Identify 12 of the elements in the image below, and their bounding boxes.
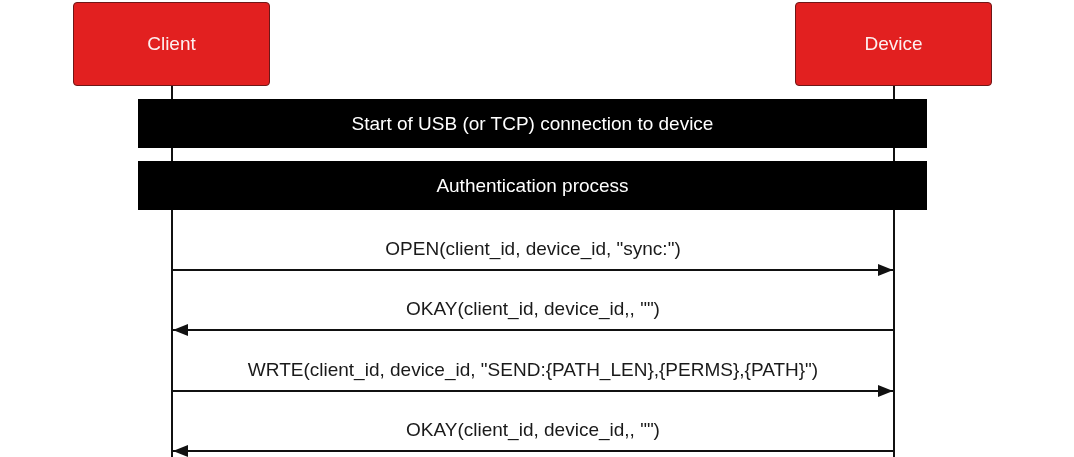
message-arrow [172, 385, 894, 397]
participant-box [795, 2, 992, 86]
message-arrow [172, 324, 894, 336]
phase-label: Authentication process [436, 174, 629, 197]
phase-label: Start of USB (or TCP) connection to device [351, 112, 714, 135]
phase-band [138, 99, 927, 148]
participant-box [73, 2, 270, 86]
participant-label: Device [864, 33, 923, 55]
phase-band [138, 161, 927, 210]
message-arrow [172, 264, 894, 276]
participant-label: Client [147, 33, 196, 55]
message-arrow [172, 445, 894, 457]
